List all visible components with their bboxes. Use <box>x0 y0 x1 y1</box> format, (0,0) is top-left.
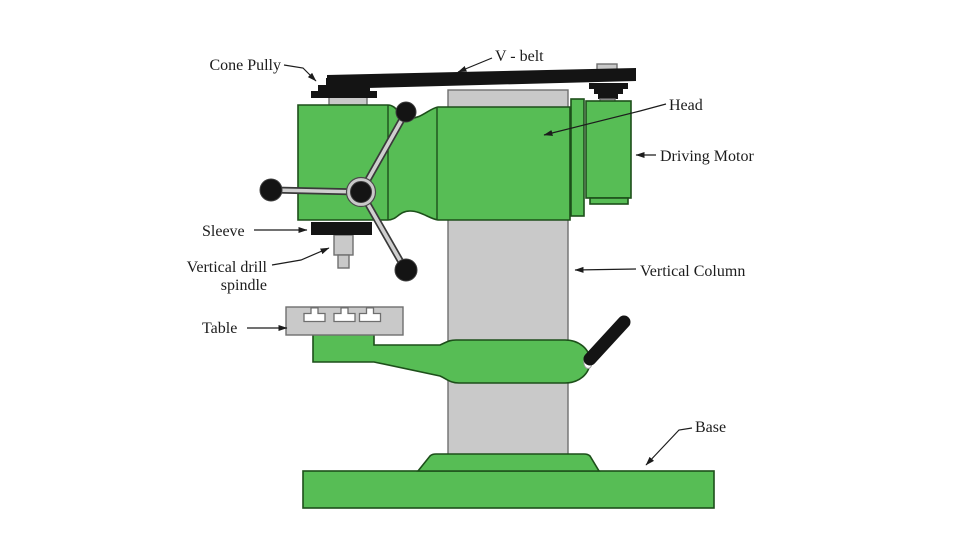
table-t-slot-3 <box>358 307 382 323</box>
base-pedestal <box>416 453 601 472</box>
leader-head <box>543 103 667 136</box>
label-head: Head <box>669 97 703 114</box>
motor-mount-strip <box>570 98 585 217</box>
handwheel-knob-left <box>259 178 283 202</box>
label-spindle-line1: Vertical drill <box>187 259 268 276</box>
feed-handwheel <box>259 101 418 282</box>
table-arm-clamp <box>312 333 591 384</box>
motor-pulley-tier-mid <box>594 89 623 94</box>
base-plate <box>302 470 715 509</box>
driving-motor <box>585 100 632 199</box>
leader-cone-pully <box>283 64 317 82</box>
label-vertical-column: Vertical Column <box>640 263 745 280</box>
motor-pulley-tier-top <box>589 83 628 89</box>
label-driving-motor: Driving Motor <box>660 148 754 165</box>
table-t-slot-2 <box>333 307 356 323</box>
leader-spindle <box>271 247 330 266</box>
leader-base <box>645 427 693 466</box>
label-table: Table <box>202 320 237 337</box>
drill-spindle-lower <box>337 254 350 269</box>
label-base: Base <box>695 419 726 436</box>
motor-foot <box>589 197 629 205</box>
cone-pulley-spacer <box>328 96 368 106</box>
label-v-belt: V - belt <box>495 48 544 65</box>
handwheel-hub <box>350 181 372 203</box>
table-t-slot-1 <box>303 307 326 323</box>
drill-spindle-upper <box>333 234 354 256</box>
label-sleeve: Sleeve <box>202 223 245 240</box>
clamp-handle <box>583 315 631 366</box>
motor-pulley-tier-bottom <box>598 94 618 99</box>
leader-vertical-column <box>574 266 637 273</box>
handwheel-knob-upper <box>395 101 417 123</box>
v-belt <box>327 68 636 89</box>
label-spindle-line2: spindle <box>221 277 267 294</box>
sleeve <box>311 222 372 235</box>
handwheel-knob-lower <box>394 258 418 282</box>
leader-v-belt <box>457 57 493 73</box>
cone-pulley-tier-bottom <box>311 91 377 98</box>
head-housing <box>297 104 571 221</box>
label-cone-pully: Cone Pully <box>209 57 281 74</box>
